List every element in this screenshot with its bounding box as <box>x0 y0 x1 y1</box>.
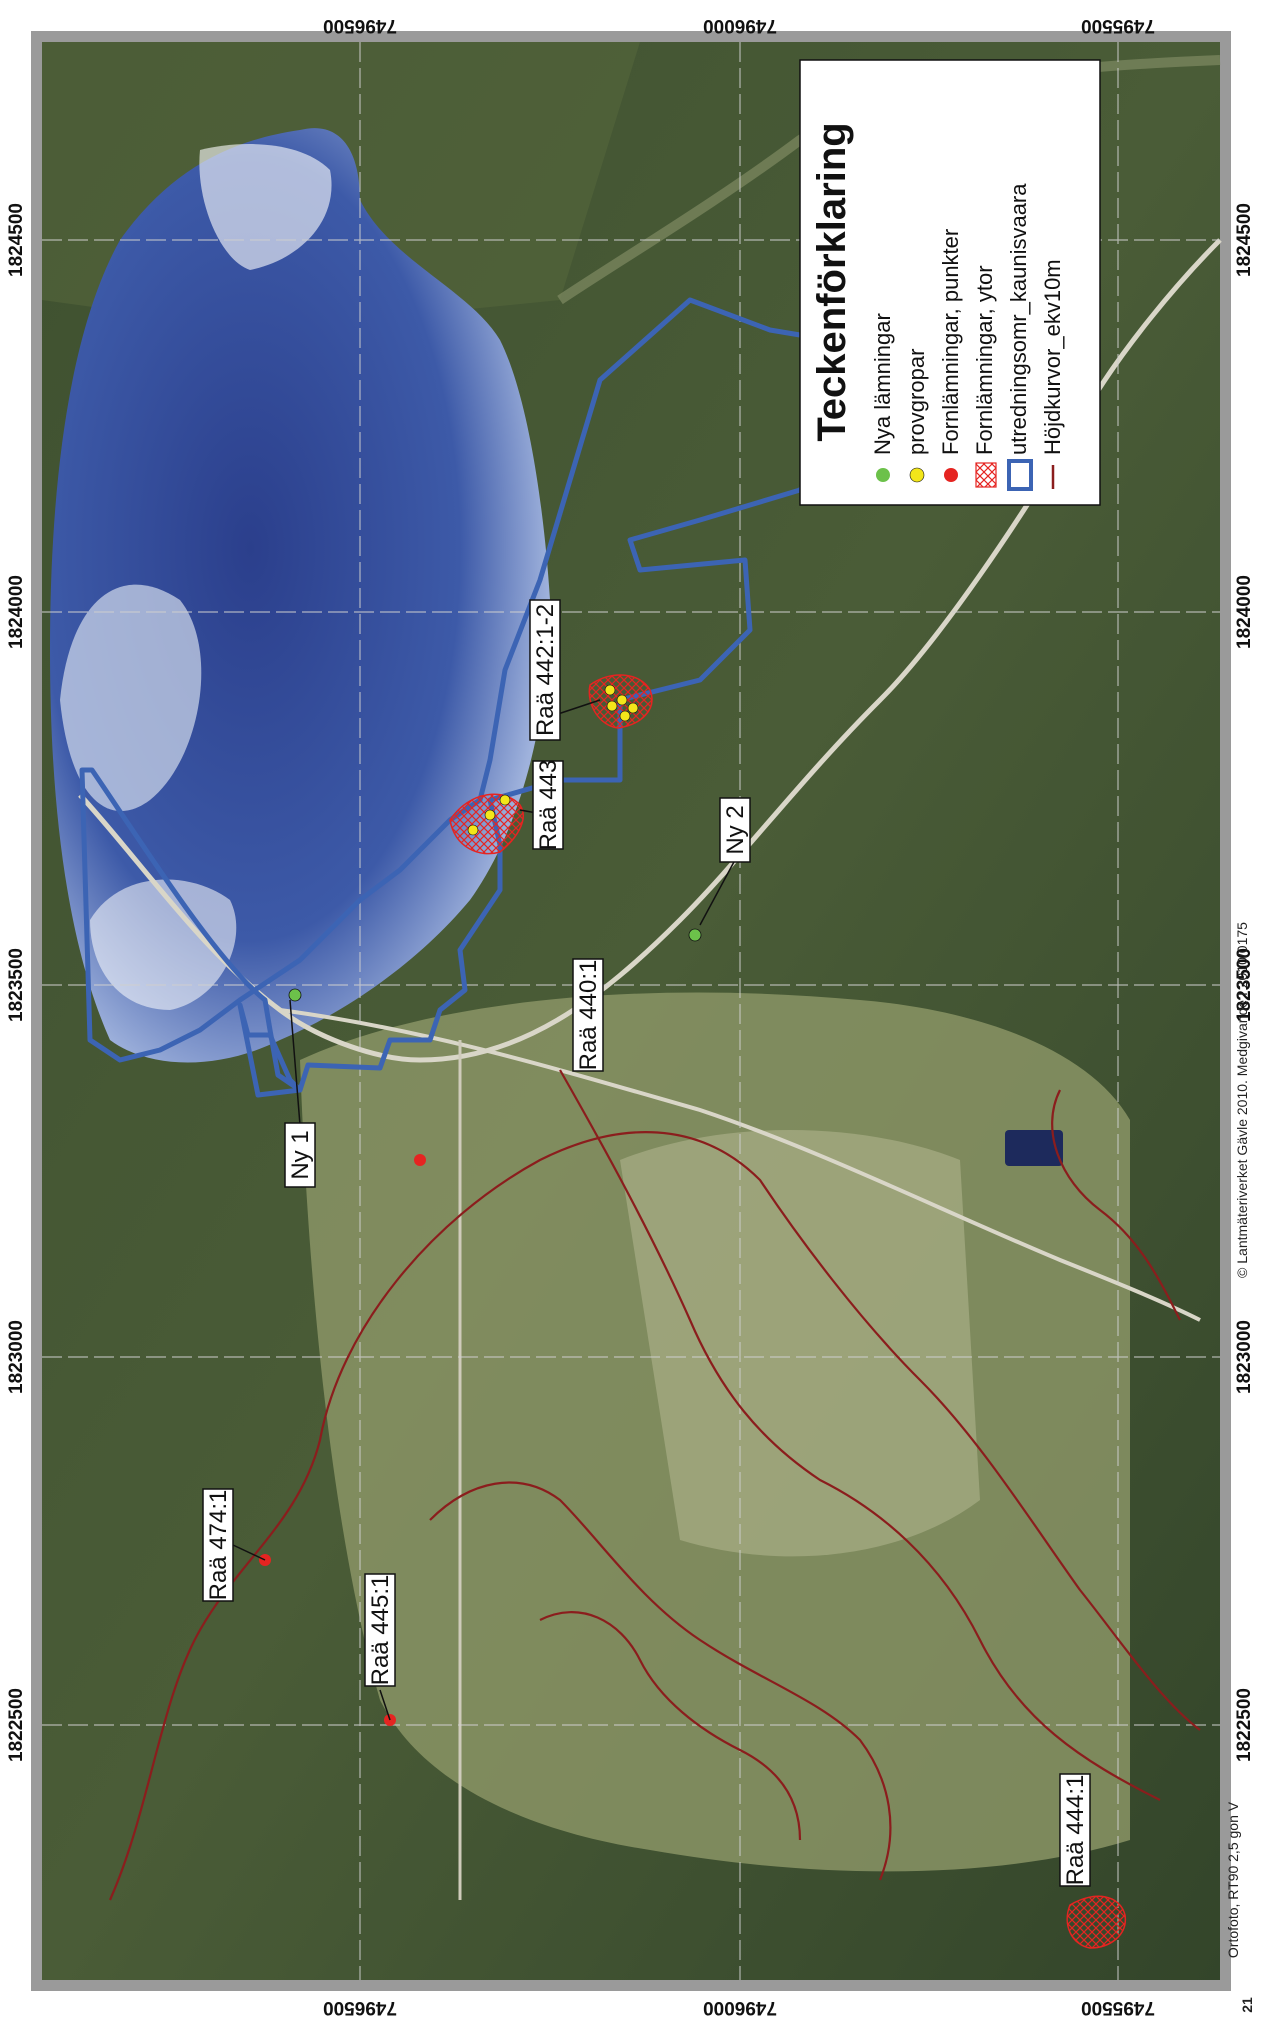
new-remains-marker-ny1 <box>288 988 302 1002</box>
test-pit-marker <box>499 794 511 806</box>
map-canvas[interactable] <box>42 42 1222 1980</box>
callout-leaders <box>232 699 736 1721</box>
rae-444-area <box>1066 1895 1126 1949</box>
test-pit-marker <box>619 710 631 722</box>
grid-lines <box>42 42 1220 1980</box>
heritage-areas <box>449 674 1126 1949</box>
pond <box>1005 1130 1063 1166</box>
ancient-point-marker-440 <box>414 1154 426 1166</box>
test-pit-marker <box>604 684 616 696</box>
test-pit-marker <box>467 824 479 836</box>
village-road <box>279 1008 1201 1322</box>
rae-443-area <box>449 793 524 855</box>
new-remains-marker-ny2 <box>688 928 702 942</box>
lake <box>50 128 550 1063</box>
contour-lines <box>108 1069 1201 1901</box>
test-pit-marker <box>606 700 618 712</box>
test-pit-marker <box>484 809 496 821</box>
test-pit-marker <box>616 694 628 706</box>
test-pit-marker <box>627 702 639 714</box>
